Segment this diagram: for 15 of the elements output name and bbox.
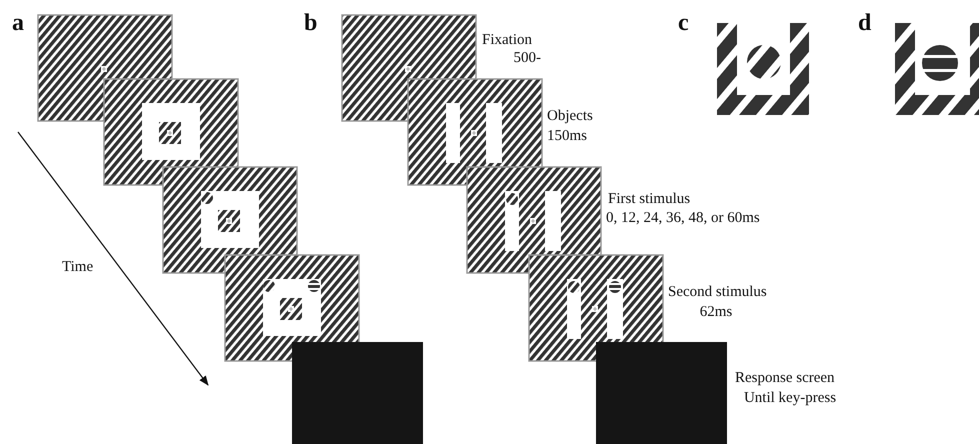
caption-text: 0, 12, 24, 36, 48, or 60ms — [606, 209, 760, 227]
panel-letter: b — [304, 10, 318, 36]
panel-letter: a — [12, 10, 24, 36]
panel-letter: d — [858, 10, 872, 36]
axis-label: Time — [62, 258, 94, 276]
caption-text: Response screen — [735, 369, 835, 387]
caption-text: 150ms — [547, 127, 588, 145]
caption-text: 62ms — [700, 303, 732, 321]
caption-text: Objects — [547, 107, 593, 125]
caption-text: First stimulus — [608, 190, 690, 208]
caption-text: Second stimulus — [668, 283, 767, 301]
panel-letter: c — [678, 10, 689, 36]
caption-text: Fixation — [482, 31, 532, 49]
caption-text: Until key-press — [744, 389, 836, 407]
caption-text: 500- — [514, 49, 541, 67]
